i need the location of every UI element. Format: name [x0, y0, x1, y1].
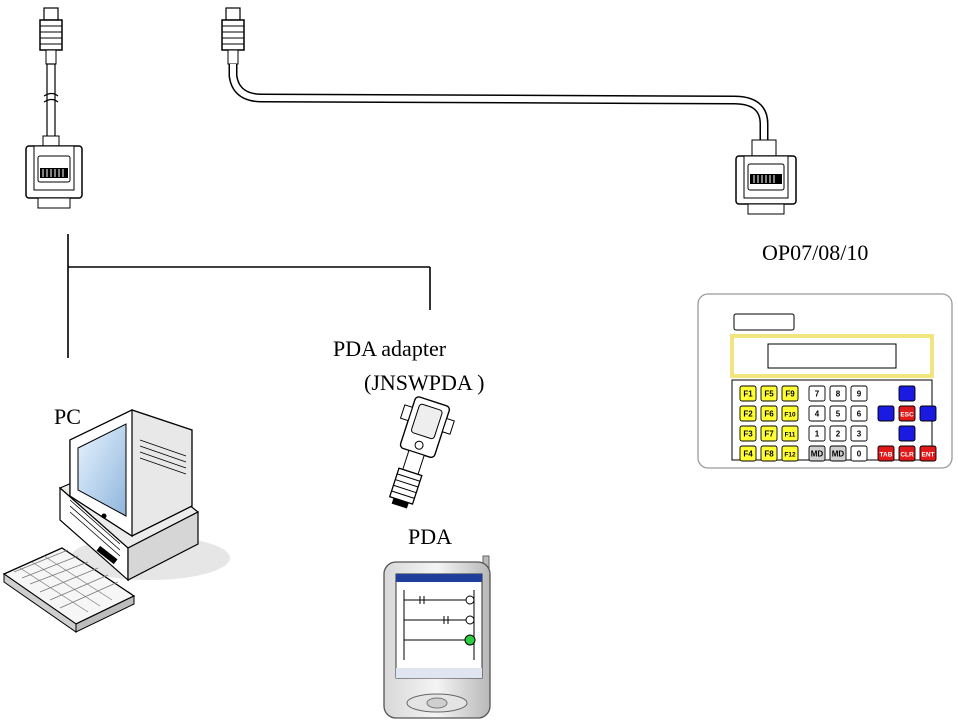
keypad-key-label: MD	[811, 450, 824, 459]
keypad-key	[808, 385, 826, 402]
keypad-key	[760, 445, 778, 462]
keypad-key	[781, 385, 799, 402]
keypad-key	[850, 385, 868, 402]
keypad-key-label: F11	[785, 432, 796, 439]
keypad-key	[898, 385, 916, 402]
dsub-connector-left-icon	[25, 145, 83, 209]
keypad-key	[829, 445, 847, 462]
keypad-key	[898, 405, 916, 422]
keypad-key-label: ESC	[900, 412, 914, 419]
keypad-key	[739, 445, 757, 462]
keypad-key-label: F2	[743, 410, 753, 419]
pc-label: PC	[54, 404, 81, 429]
keypad-key-label: 6	[857, 410, 862, 419]
keypad-key-label: 7	[815, 390, 820, 399]
pc-cable	[25, 7, 83, 209]
dsub-connector-right-icon	[735, 139, 797, 215]
keypad-key-label: 8	[836, 390, 841, 399]
keypad-key-label: 1	[815, 430, 820, 439]
keypad-key	[850, 425, 868, 442]
keypad-key	[919, 445, 937, 462]
keypad-key-label: F5	[764, 390, 774, 399]
keypad-key-label: 5	[836, 410, 841, 419]
keypad-key	[760, 405, 778, 422]
op-panel-label: OP07/08/10	[762, 240, 869, 265]
lcd-display	[767, 343, 897, 369]
keypad-key	[781, 445, 799, 462]
cable-break-mark	[43, 92, 59, 103]
mini-din-connector-left-icon	[39, 7, 63, 65]
keypad-key	[739, 385, 757, 402]
keypad-key	[739, 405, 757, 422]
keypad-key-label: F8	[764, 450, 774, 459]
keypad-key-label: MD	[832, 450, 845, 459]
pda-device-icon	[383, 555, 491, 719]
op-cable	[221, 7, 797, 215]
keypad-key	[760, 425, 778, 442]
keypad-key	[760, 385, 778, 402]
keypad: F1 F5 F9 7 8 9F2 F6 F10 4 5 6 ESC F3 F7 F11 1 2 3F4 F8 F12 M…	[739, 385, 937, 462]
keypad-key	[850, 445, 868, 462]
pda-adapter-label: PDA adapter	[333, 336, 447, 361]
pc-computer-icon	[2, 409, 230, 633]
keypad-key	[898, 445, 916, 462]
keypad-key	[739, 425, 757, 442]
keypad-key	[898, 425, 916, 442]
op-panel-device: F1 F5 F9 7 8 9F2 F6 F10 4 5 6 ESC F3 F7 F11 1 2 3F4 F8 F12 M…	[697, 293, 953, 469]
keypad-key-label: 9	[857, 390, 862, 399]
mini-din-connector-right-icon	[221, 7, 245, 65]
keypad-key-label: 4	[815, 410, 820, 419]
keypad-key-label: F7	[764, 430, 774, 439]
branch-lines	[67, 234, 431, 358]
keypad-key	[829, 405, 847, 422]
keypad-key	[850, 405, 868, 422]
keypad-key-label: ENT	[922, 452, 935, 459]
cable-segment	[46, 63, 56, 145]
keypad-key-label: F12	[784, 452, 796, 459]
keypad-key	[919, 405, 937, 422]
keypad-key-label: F6	[764, 410, 774, 419]
keypad-key	[781, 405, 799, 422]
keypad-key	[808, 405, 826, 422]
keypad-key	[877, 405, 895, 422]
keypad-key-label: F10	[784, 412, 796, 419]
keypad-key-label: F3	[743, 430, 753, 439]
keypad-key-label: CLR	[900, 452, 914, 459]
op-panel-name-plate	[733, 313, 795, 331]
pda-adapter-icon	[388, 396, 455, 509]
keypad-key-label: F4	[743, 450, 753, 459]
keypad-key	[829, 385, 847, 402]
keypad-key-label: F1	[743, 390, 753, 399]
keypad-key	[877, 445, 895, 462]
keypad-key	[781, 425, 799, 442]
keypad-key	[808, 445, 826, 462]
keypad-key-label: 0	[857, 450, 862, 459]
pda-adapter-model-label: (JNSWPDA )	[364, 370, 485, 395]
keypad-key-label: TAB	[880, 452, 893, 459]
keypad-key-label: F9	[785, 390, 795, 399]
keypad-key	[808, 425, 826, 442]
pda-label: PDA	[408, 524, 453, 549]
keypad-key	[829, 425, 847, 442]
keypad-key-label: 2	[836, 430, 841, 439]
keypad-key-label: 3	[857, 430, 862, 439]
